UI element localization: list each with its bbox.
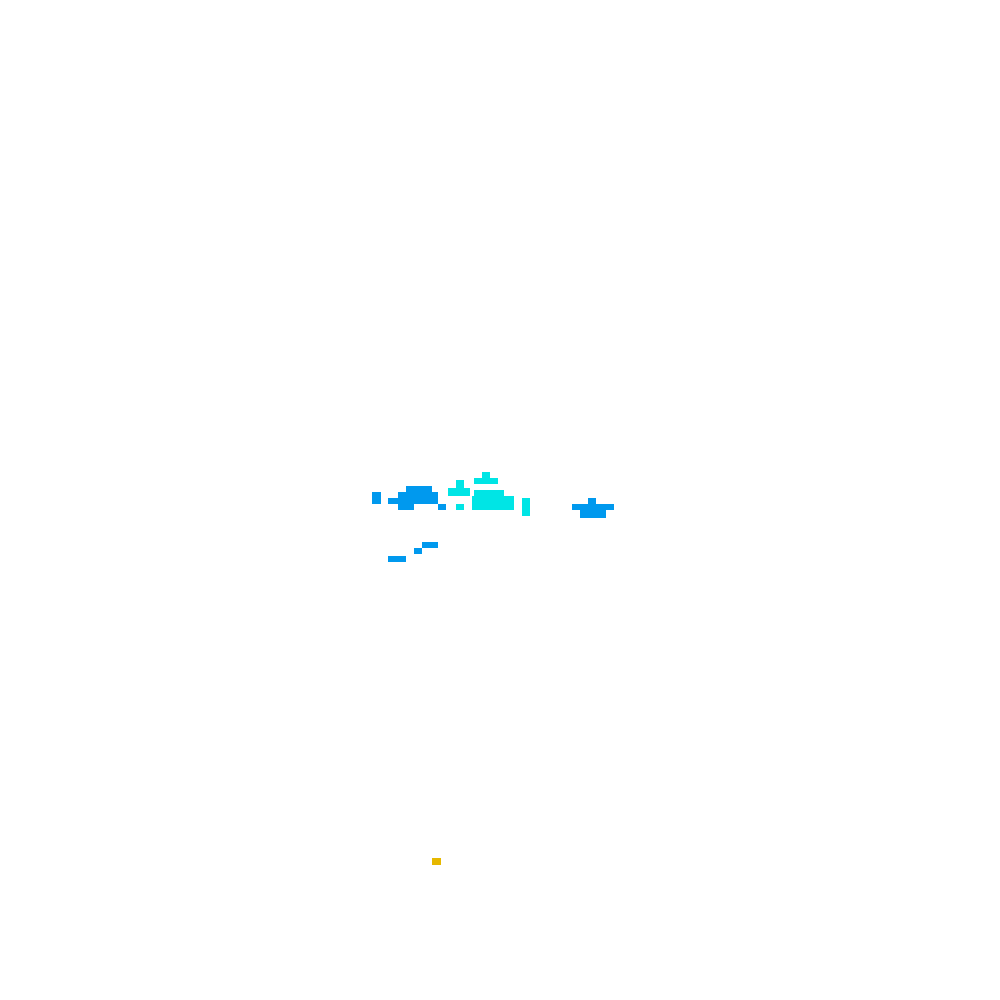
blue-debris-sprite xyxy=(388,542,440,564)
blue-ship-sprite xyxy=(570,496,616,520)
blue-invader-sprite xyxy=(372,484,446,512)
cyan-invader-sprite xyxy=(446,470,532,518)
yellow-projectile xyxy=(432,858,442,866)
